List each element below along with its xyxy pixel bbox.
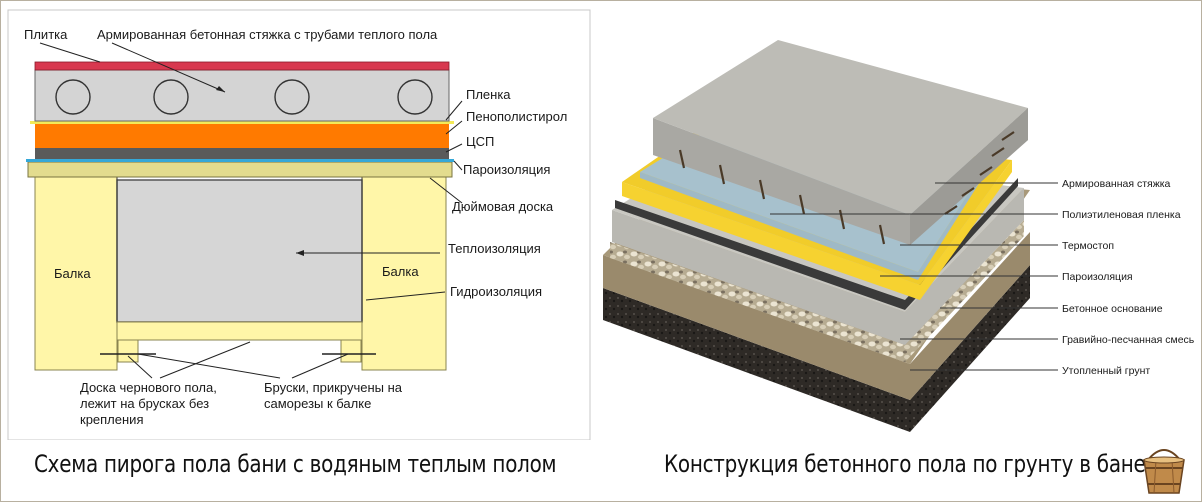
pipe <box>55 79 91 115</box>
left-floor-schematic: Плитка Армированная бетонная стяжка с тр… <box>7 9 591 440</box>
label-waterproof: Гидроизоляция <box>450 284 542 299</box>
label-subfloor-line1: Доска чернового пола, <box>80 380 217 395</box>
bar-left <box>117 339 139 363</box>
label-tile: Плитка <box>24 27 68 42</box>
label-insulation: Теплоизоляция <box>448 241 541 256</box>
screed-side <box>910 108 1028 245</box>
label-beam-right: Балка <box>382 264 419 279</box>
label-polystyrene: Пенополистирол <box>466 109 567 124</box>
label-r-thermostop: Термостоп <box>1062 240 1114 252</box>
caption-right: Конструкция бетонного пола по грунту в б… <box>664 450 1146 478</box>
right-floor-3d: Армированная стяжка Полиэтиленовая пленк… <box>603 40 1195 432</box>
film-layer <box>30 121 454 124</box>
pipe <box>274 79 310 115</box>
label-r-gravel: Гравийно-песчанная смесь <box>1062 334 1195 346</box>
tile-layer <box>34 61 450 71</box>
dsp-layer <box>35 148 449 159</box>
label-r-poly-film: Полиэтиленовая пленка <box>1062 209 1181 221</box>
left-panel-border <box>7 9 591 440</box>
label-subfloor-line3: крепления <box>80 412 143 427</box>
right-leader-lines <box>770 182 1058 371</box>
label-screed: Армированная бетонная стяжка с трубами т… <box>97 27 438 42</box>
pipe <box>153 79 189 115</box>
caption-left: Схема пирога пола бани с водяным теплым … <box>34 450 557 478</box>
label-dsp: ЦСП <box>466 134 494 149</box>
screed-top <box>653 40 1028 215</box>
label-r-base: Бетонное основание <box>1062 303 1163 315</box>
rebar-ends <box>678 131 1015 245</box>
screed-layer <box>34 69 450 122</box>
left-beam <box>34 176 118 371</box>
label-film: Пленка <box>466 87 511 102</box>
soil-layer <box>603 265 1030 432</box>
label-r-vapor: Пароизоляция <box>1062 271 1133 283</box>
right-beam <box>361 176 447 371</box>
label-bars-line2: саморезы к балке <box>264 396 371 411</box>
base-layer <box>612 188 1024 345</box>
bucket-logo-icon <box>1143 449 1185 494</box>
bar-right <box>340 339 362 363</box>
label-vapor: Пароизоляция <box>463 162 550 177</box>
insulation-block <box>116 179 363 323</box>
leader-arrowheads <box>216 86 304 256</box>
pipe <box>397 79 433 115</box>
label-board: Дюймовая доска <box>452 199 554 214</box>
leader-lines <box>39 42 463 379</box>
polystyrene-layer <box>35 124 449 148</box>
subfloor-board <box>116 321 363 341</box>
sand-layer <box>603 232 1030 400</box>
label-r-soil: Утопленный грунт <box>1062 365 1150 377</box>
label-beam-left: Балка <box>54 266 91 281</box>
label-bars-line1: Бруски, прикручены на <box>264 380 403 395</box>
label-subfloor-line2: лежит на брусках без <box>80 396 209 411</box>
label-r-screed: Армированная стяжка <box>1062 178 1171 190</box>
vapor-barrier <box>26 159 454 162</box>
